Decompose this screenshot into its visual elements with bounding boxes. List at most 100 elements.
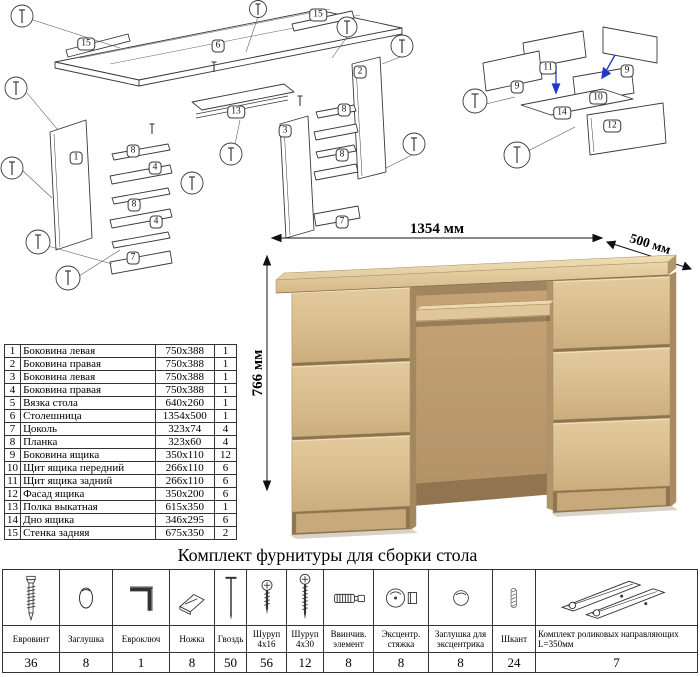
part-size: 346x295 [154, 513, 215, 527]
part-qty: 1 [213, 396, 238, 410]
right-pedestal [552, 271, 677, 515]
callout-circle [462, 88, 488, 114]
exploded-diagram-drawer-art [462, 26, 667, 169]
hardware-item-name: Шкант [492, 625, 536, 653]
part-number: 9 [3, 448, 22, 462]
part-name: Вязка стола [20, 396, 156, 410]
hardware-icon-row [2, 569, 698, 626]
part-name: Фасад ящика [20, 487, 156, 501]
drawer-facade-panel [586, 102, 667, 156]
hardware-item-name: Евроключ [112, 625, 170, 653]
part-number-label: 8 [337, 103, 351, 117]
part-number: 5 [3, 396, 22, 410]
hardware-item-qty: 7 [535, 652, 698, 673]
part-number-label: 13 [227, 105, 245, 119]
part-size: 615x350 [154, 500, 215, 514]
cam-lock-icon [373, 569, 429, 626]
hardware-item-name: Гвоздь [214, 625, 247, 653]
drawer-front [291, 360, 411, 438]
screw-short-icon [246, 569, 287, 626]
part-qty: 6 [213, 461, 238, 475]
drawer-slide-icon [535, 569, 698, 626]
part-qty: 1 [213, 357, 238, 371]
part-qty: 12 [213, 448, 238, 462]
callout-circle [55, 265, 81, 291]
plinth [295, 508, 407, 534]
part-number-label: 8 [335, 148, 349, 162]
cam-cap-icon [428, 569, 493, 626]
part-number: 13 [3, 500, 22, 514]
hardware-item-qty: 8 [428, 652, 493, 673]
nail-icon [214, 569, 247, 626]
keyboard-tray [415, 299, 556, 327]
right-pedestal-planks [313, 104, 359, 181]
part-number-label: 1 [69, 151, 83, 165]
part-qty: 4 [213, 422, 238, 436]
callout-circles [462, 88, 531, 169]
part-qty: 1 [213, 500, 238, 514]
part-number: 10 [3, 461, 22, 475]
hardware-item-qty: 8 [59, 652, 113, 673]
part-number: 6 [3, 409, 22, 423]
hardware-item-name: Ножка [169, 625, 215, 653]
part-qty: 1 [213, 383, 238, 397]
part-number: 4 [3, 383, 22, 397]
middle-side-panel [279, 115, 315, 239]
confirmat-screw-icon [2, 569, 60, 626]
part-number-label: 7 [126, 251, 140, 265]
hardware-item-name: Шуруп 4x30 [286, 625, 324, 653]
left-plinth [109, 250, 173, 275]
hardware-item-name: Ввинчив. элемент [323, 625, 374, 653]
leader-lines [21, 16, 415, 277]
part-size: 350x110 [154, 448, 215, 462]
leader-lines [485, 96, 576, 152]
part-number: 2 [3, 357, 22, 371]
part-number-label: 4 [148, 161, 162, 175]
part-name: Полка выкатная [20, 500, 156, 514]
callout-circle [4, 76, 28, 100]
drawer-front [291, 286, 411, 364]
drawer-side-panel [602, 26, 658, 64]
part-size: 266x110 [154, 474, 215, 488]
desk-width-label: 1354 мм [410, 222, 464, 237]
hex-key-icon [112, 569, 170, 626]
part-number-label: 10 [589, 91, 607, 105]
hardware-item-qty: 36 [2, 652, 60, 673]
part-number: 12 [3, 487, 22, 501]
drawer-front [552, 346, 671, 421]
part-number-label: 14 [553, 106, 571, 120]
desk-depth-label: 500 мм [628, 230, 673, 257]
part-name: Щит ящика задний [20, 474, 156, 488]
height-dimension [262, 254, 272, 492]
hardware-item-name: Комплект роликовых направляющих L=350мм [535, 625, 698, 653]
part-number-label: 4 [149, 215, 163, 229]
desk-render: 1354 мм 500 мм 766 мм [250, 222, 693, 539]
part-qty: 2 [213, 526, 238, 540]
callout-circle [10, 4, 34, 28]
hardware-kit-title: Комплект фурнитуры для сборки стола [177, 545, 478, 565]
callout-circle [180, 171, 204, 195]
drawer-front [291, 434, 411, 513]
part-name: Стенка задняя [20, 526, 156, 540]
foot-icon [169, 569, 215, 626]
hardware-item-qty: 1 [112, 652, 170, 673]
part-number-label: 9 [510, 80, 524, 94]
part-name: Боковина левая [20, 344, 156, 358]
part-size: 675x350 [154, 526, 215, 540]
fastener-glyphs [149, 61, 303, 134]
part-name: Боковина ящика [20, 448, 156, 462]
hardware-item-qty: 8 [323, 652, 374, 673]
part-number-label: 12 [603, 119, 621, 133]
